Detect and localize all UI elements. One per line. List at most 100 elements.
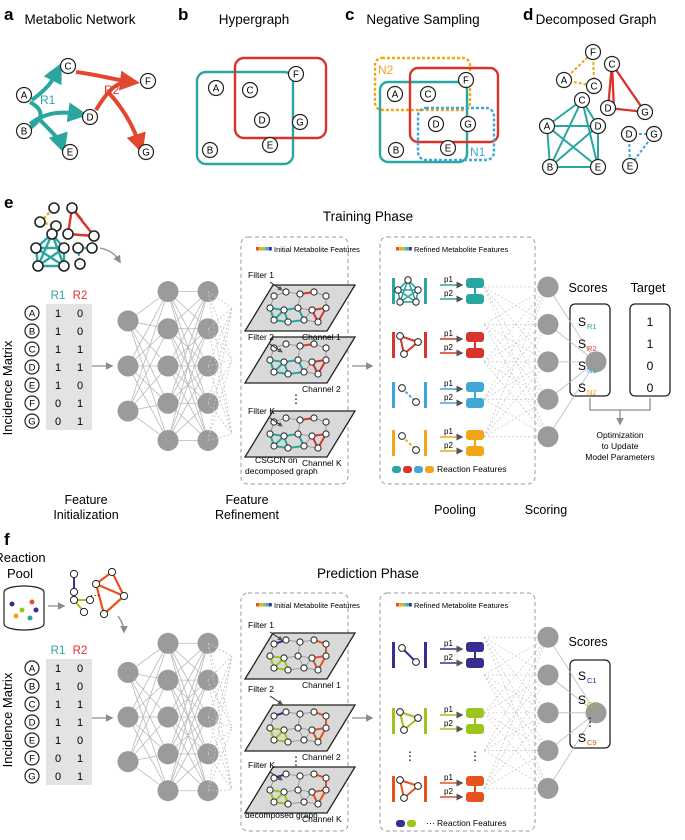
pool-f-c1-graph-node [398, 644, 406, 652]
e-filter-arrow-0 [269, 281, 283, 291]
channel-f-2-node [310, 770, 318, 778]
a-node-B-label: B [21, 126, 28, 137]
b-node-B [201, 141, 219, 159]
incidence-matrix-e-cell-E-r2: 0 [77, 380, 83, 392]
channel-f-2-node [322, 774, 330, 782]
feature-bar-refined-f-seg-1 [399, 603, 403, 607]
feature-bar-refined-e-seg-1 [399, 247, 403, 251]
nn-init-f-neuron-1-2 [157, 706, 179, 728]
b-node-D [253, 111, 271, 129]
mini-decomposed-graph-node [30, 242, 42, 254]
incidence-matrix-f-cell-D-r1: 1 [55, 717, 61, 729]
nn-init-f-link [167, 680, 209, 791]
feature-bar-refined-f-seg-3 [405, 603, 409, 607]
incidence-matrix-f-row-E-label: E [29, 736, 35, 747]
scoring-net-e-neuron-1 [537, 313, 559, 335]
b-node-D-label: D [258, 115, 265, 126]
panel-e: e Training Phase Incidence Matrix Initia… [0, 193, 671, 522]
scoring-net-f-out-link [547, 712, 597, 789]
incidence-matrix-e-row-C-label: C [29, 345, 36, 356]
channel-e-0-node [270, 292, 278, 300]
nn-to-channel-e-dash [207, 359, 233, 404]
incidence-matrix-f-cell-E-r2: 0 [77, 735, 83, 747]
e-filter-2: Filter K [248, 406, 275, 416]
incidence-matrix-e-row-B [24, 323, 40, 339]
target-e-N1: 0 [647, 359, 654, 373]
d-red-edge-1 [611, 63, 646, 113]
channel-e-2-node [322, 418, 330, 426]
mini-decomposed-graph-node [66, 202, 78, 214]
panel-d: d Decomposed Graph [523, 5, 656, 27]
nn-init-f-link [127, 679, 169, 762]
pool-f-c9-bar-r [424, 776, 427, 802]
c-node-E-label: E [445, 143, 452, 154]
d-node-B-9 [541, 158, 559, 176]
incidence-matrix-e-cell-D-r1: 1 [55, 362, 61, 374]
incidence-matrix-f-bg [46, 659, 92, 785]
channel-e-1-node [282, 340, 290, 348]
channel-e-0-node [266, 304, 274, 312]
c-node-B-label: B [393, 145, 400, 156]
optimization-arrow [589, 398, 651, 424]
channel-e-1-node [322, 356, 330, 364]
pool-e-n2-graph-node [398, 432, 406, 440]
f-filter-arrow-1 [269, 695, 283, 705]
scoring-net-f-in-link [483, 637, 549, 751]
b-node-B-label: B [207, 145, 214, 156]
channel-f-0-node [310, 636, 318, 644]
hyperedge-r2-c [408, 66, 500, 144]
pool-e-r2-p1: p1 [444, 329, 453, 338]
pool-e-r2-graph-node [414, 338, 422, 346]
panel-a-title: Metabolic Network [24, 12, 135, 27]
scoring-net-f-neuron-2 [537, 702, 559, 724]
nn-init-e-link [127, 291, 169, 367]
channel-e-0-node [308, 306, 316, 314]
feature-bar-init-e-seg-3 [265, 247, 269, 251]
d-node-F-1 [584, 43, 602, 61]
csgcn-label-1-e: CSGCN on [255, 455, 298, 465]
channel-e-0-node [310, 288, 318, 296]
channel-f-0-node [280, 654, 288, 662]
channel-e-1-node [308, 358, 316, 366]
nn-init-e-neuron-1-4 [157, 429, 179, 451]
r1-arrow-to-e [38, 118, 68, 154]
a-node-E [61, 143, 79, 161]
mini-decomposed-graph [30, 202, 100, 272]
channel-e-1-node [270, 344, 278, 352]
incidence-matrix-e-cell-C-r2: 1 [77, 344, 83, 356]
nn-init-f-link [167, 643, 209, 754]
nn-to-channel-e-dash [207, 359, 233, 441]
channel-e-1-node [314, 370, 322, 378]
d-node-C-2-label: C [590, 81, 597, 92]
channel-e-1-node [280, 358, 288, 366]
a-node-A-label: A [21, 90, 28, 101]
scoring-net-e-in-link [483, 286, 549, 437]
d-node-C-6-label: C [578, 95, 585, 106]
pool-e-n1-graph-node [412, 398, 420, 406]
pool-f-c2-pool-top [466, 708, 484, 718]
incidence-matrix-e-cell-G-r1: 0 [55, 416, 61, 428]
pool-f-c1-p2: p2 [444, 653, 453, 662]
pool-e-n2-p1: p1 [444, 427, 453, 436]
channel-e-1-node [284, 370, 292, 378]
nn-to-channel-f-dash [207, 680, 233, 791]
feature-bar-init-e-seg-1 [259, 247, 263, 251]
d-node-E-13-label: E [627, 161, 634, 172]
a-node-G-label: G [142, 147, 150, 158]
arrow-pool-graph-to-network [117, 615, 128, 634]
nn-init-e-neuron-0-0 [117, 310, 139, 332]
scoring-net-e-neuron-2 [537, 351, 559, 373]
nn-to-channel-f-dash [207, 643, 233, 791]
nn-to-channel-e-dash [207, 307, 233, 441]
reaction-pool-item-4 [27, 615, 33, 621]
channel-f-2-node [284, 800, 292, 808]
d-node-G-12 [645, 125, 663, 143]
feature-bar-refined-e-seg-0 [396, 247, 399, 251]
nn-to-channel-f-dash [207, 727, 233, 755]
c-node-G [459, 115, 477, 133]
b-node-C-label: C [246, 85, 253, 96]
nn-init-e-link [167, 291, 209, 367]
pool-e-n1-graph-node [398, 384, 406, 392]
b-node-E-label: E [267, 140, 274, 151]
nn-init-e-neuron-0-1 [117, 355, 139, 377]
